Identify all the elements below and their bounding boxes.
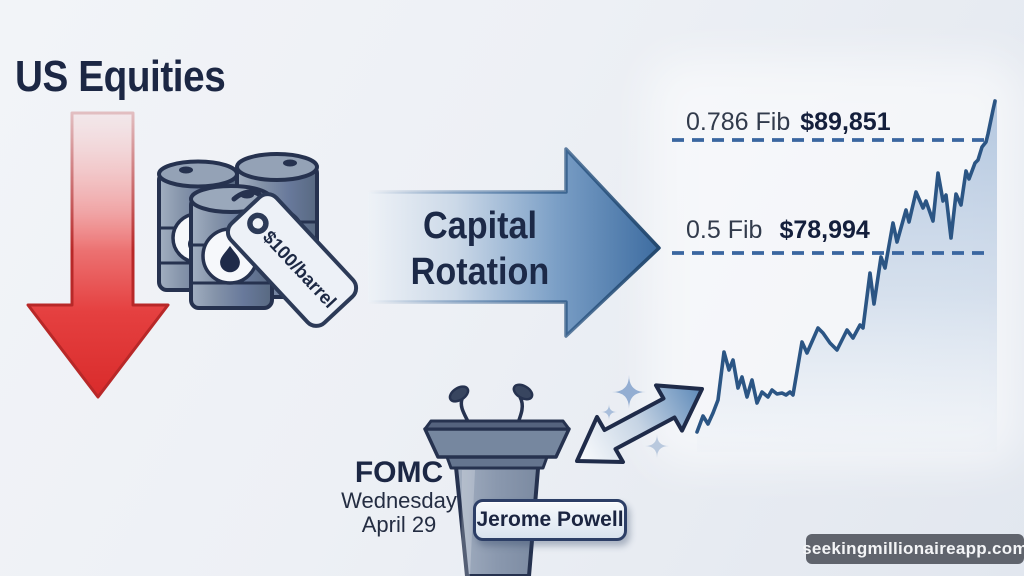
capital-rotation-line2: Rotation xyxy=(410,251,550,293)
chart-area-fill xyxy=(697,101,997,452)
fib-level-label: 0.5 Fib xyxy=(686,216,763,244)
chart-price-line xyxy=(695,99,997,434)
speaker-name: Jerome Powell xyxy=(476,508,624,531)
fib-level-05: 0.5 Fib $78,994 xyxy=(686,216,870,245)
fib-level-price: $89,851 xyxy=(800,108,891,136)
fomc-event-block: FOMC Wednesday April 29 xyxy=(340,456,458,537)
capital-rotation-label: Capital Rotation xyxy=(397,203,563,295)
microphone-head-icon xyxy=(512,383,534,401)
watermark-badge: seekingmillionaireapp.com xyxy=(802,534,1024,564)
red-down-arrow-icon xyxy=(26,111,170,399)
watermark-text: seekingmillionaireapp.com xyxy=(802,539,1024,558)
capital-rotation-arrow-icon xyxy=(366,147,661,338)
sparkle-icon xyxy=(612,375,646,409)
capital-rotation-line1: Capital xyxy=(422,205,538,247)
page-title: US Equities xyxy=(15,52,226,101)
fib-level-label: 0.786 Fib xyxy=(686,108,791,136)
sparkle-icon xyxy=(601,404,617,420)
sparkle-icon xyxy=(645,434,669,458)
fomc-date: April 29 xyxy=(361,512,437,537)
fomc-day: Wednesday xyxy=(341,488,457,513)
fib-level-0786: 0.786 Fib $89,851 xyxy=(686,108,891,137)
volatility-double-arrow-icon xyxy=(575,375,704,464)
speaker-name-badge: Jerome Powell xyxy=(473,499,627,541)
fib-level-price: $78,994 xyxy=(779,216,870,244)
microphone-head-icon xyxy=(448,385,470,403)
fomc-title: FOMC xyxy=(354,456,444,489)
price-chart xyxy=(672,99,997,452)
